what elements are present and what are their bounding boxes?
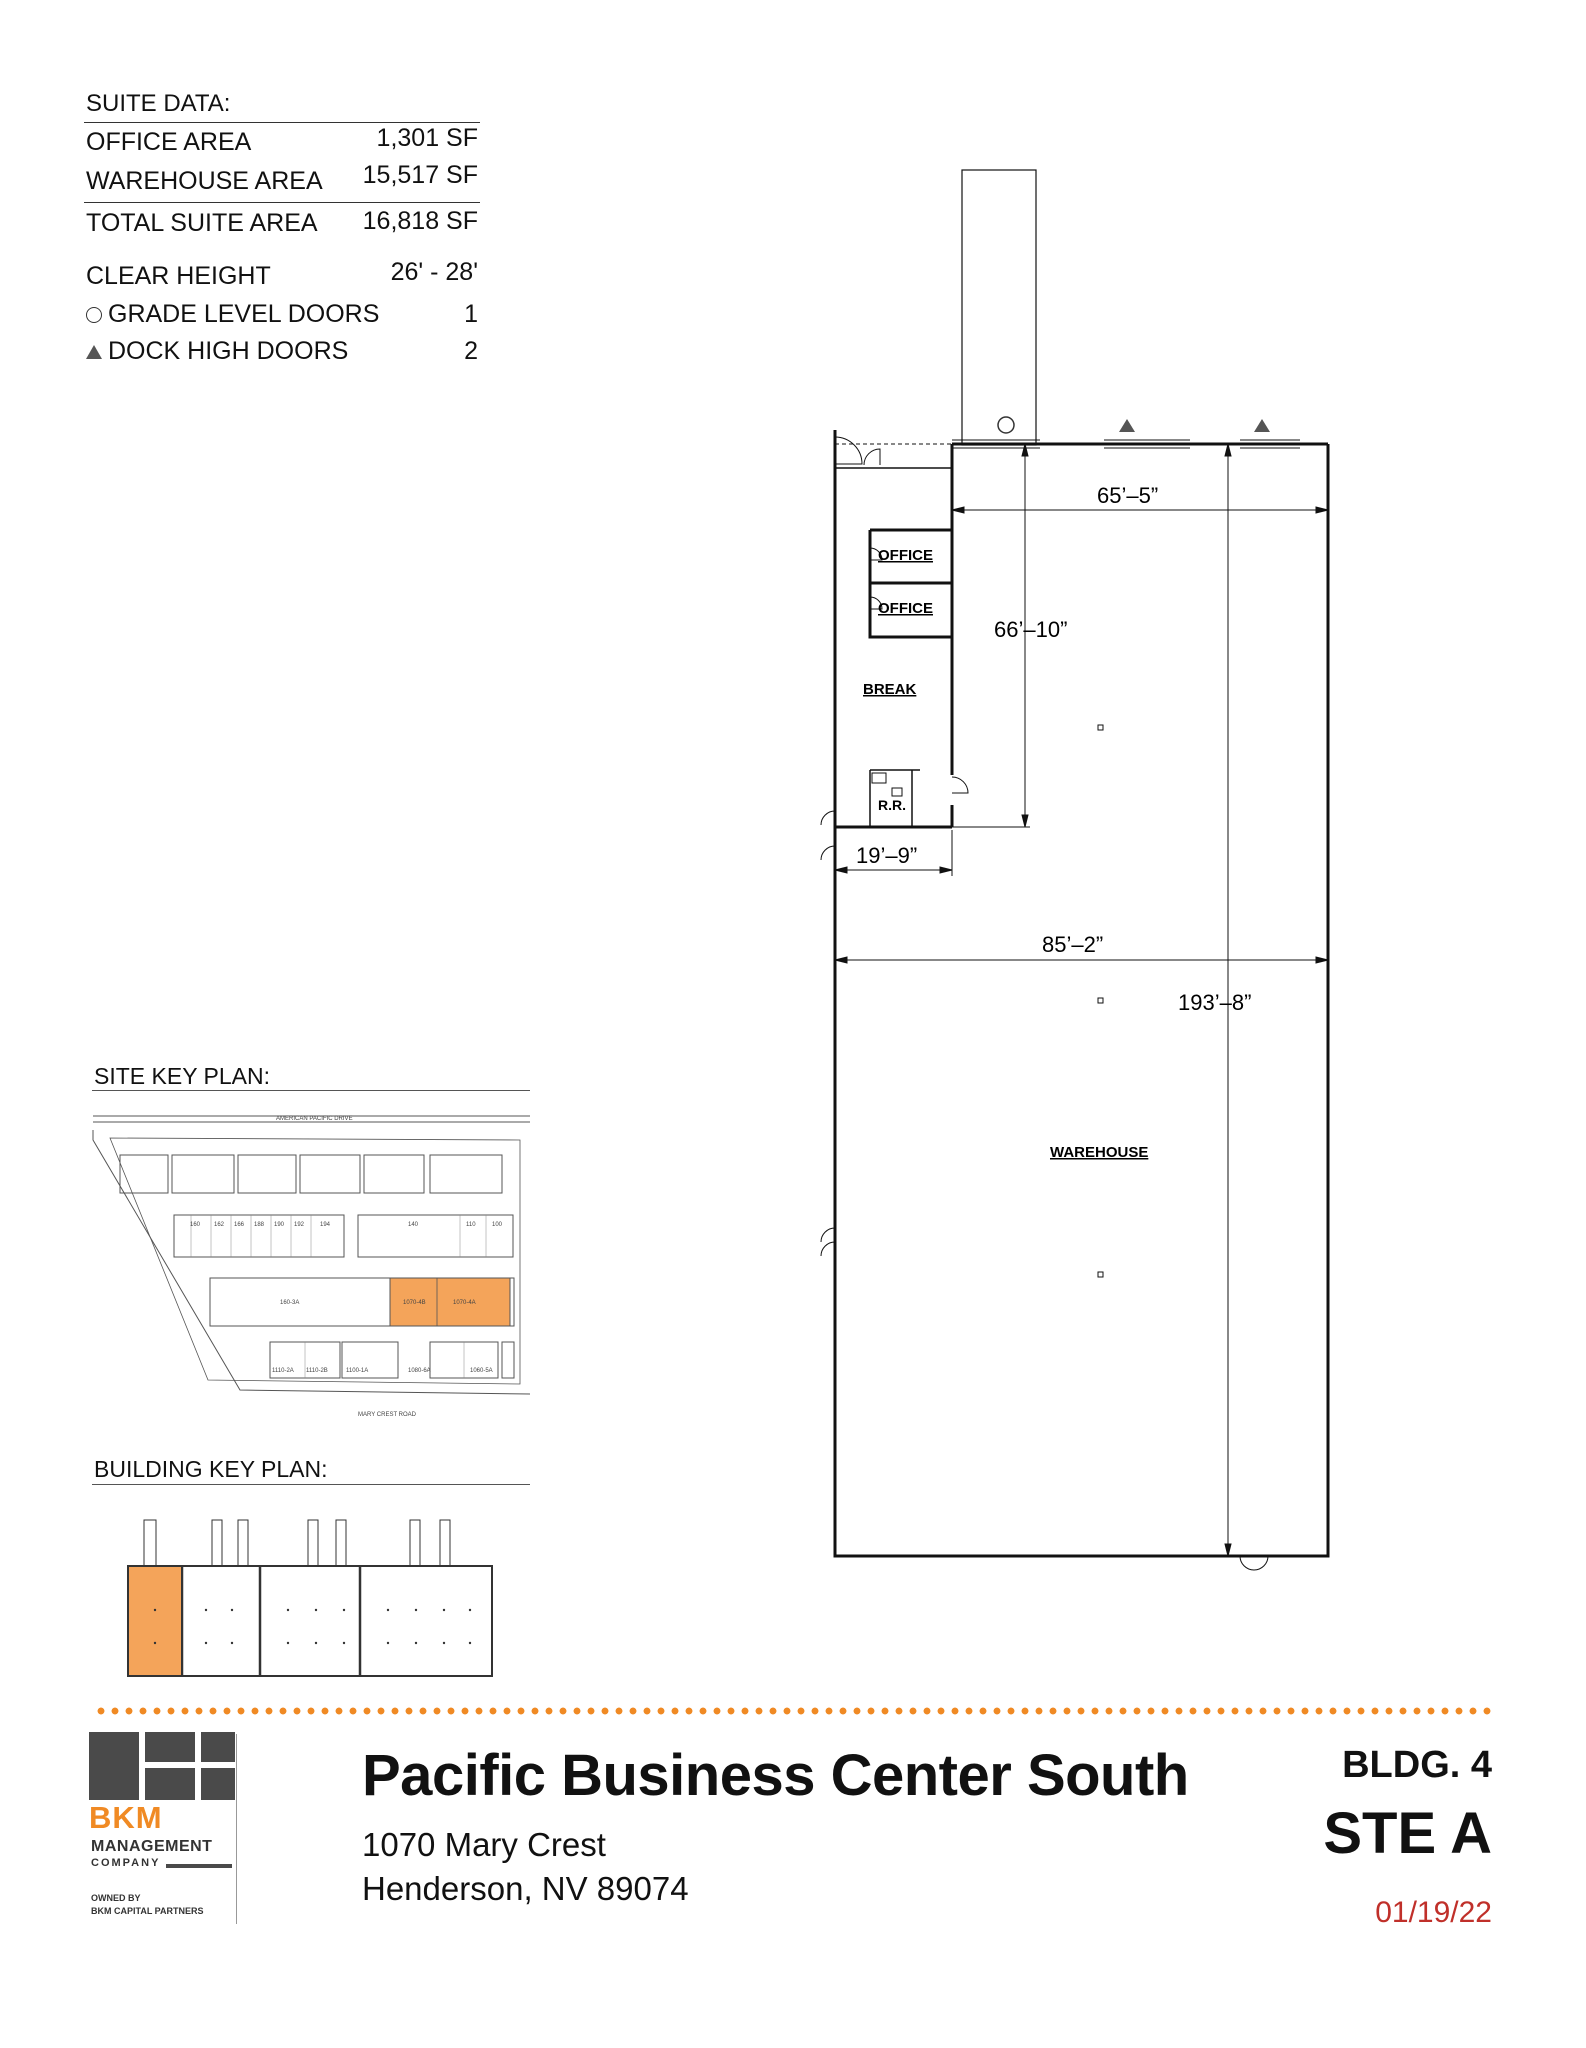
dock-doors-value: 2 [464,337,478,365]
unit-label: 188 [254,1222,265,1228]
total-area-row: TOTAL SUITE AREA 16,818 SF [86,207,478,238]
dock-door-triangle-icon [1254,419,1270,432]
office-area-row: OFFICE AREA 1,301 SF [86,124,478,157]
office-area-value: 1,301 SF [376,124,478,152]
unit-label: 1100-1A [346,1368,368,1374]
dim-full-width-label: 85’–2” [1042,932,1103,957]
building-key-heading: BUILDING KEY PLAN: [94,1456,328,1482]
site-key-plan: AMERICAN PACIFIC DRIVE MARY CREST ROAD 1… [92,1115,531,1418]
site-key-heading: SITE KEY PLAN: [94,1063,270,1089]
unit-label: 166 [234,1222,245,1228]
unit-label: 1080-6A [408,1368,431,1374]
plan-date: 01/19/22 [1375,1896,1492,1929]
unit-label: 140 [408,1222,419,1228]
grade-doors-label: GRADE LEVEL DOORS [108,300,380,328]
logo-brand: BKM [89,1800,163,1835]
truck-court-outline [961,169,1037,446]
clear-height-label: CLEAR HEIGHT [86,262,271,290]
warehouse-label: WAREHOUSE [1050,1144,1148,1161]
road-bottom-label: MARY CREST ROAD [358,1412,417,1418]
office-2-label: OFFICE [878,600,933,617]
unit-label: 1110-2A [272,1368,294,1374]
building-number: BLDG. 4 [1342,1744,1492,1786]
unit-label: 160-3A [280,1300,299,1306]
total-area-value: 16,818 SF [362,207,478,235]
footer-divider [236,1734,237,1924]
unit-label: 1060-5A [470,1368,493,1374]
column [1097,997,1104,1004]
bkm-logo-icon [89,1732,235,1800]
highlighted-suite [389,1277,511,1327]
warehouse-area-label: WAREHOUSE AREA [86,167,323,195]
unit-label: 192 [294,1222,305,1228]
unit-label: 160 [190,1222,201,1228]
grade-door-circle-icon [86,306,102,323]
dock-doors-row: DOCK HIGH DOORS 2 [86,337,478,366]
dock-door-triangle-icon [86,344,102,359]
highlighted-suite [129,1567,181,1675]
logo-bar [166,1864,232,1868]
unit-label: 1110-2B [306,1368,328,1374]
logo-line2: COMPANY [91,1857,161,1869]
divider [84,202,480,203]
logo-line1: MANAGEMENT [91,1838,213,1855]
clear-height-value: 26' - 28' [390,258,478,286]
floor-plan: OFFICE OFFICE BREAK R.R. WAREHOUSE 65’–5… [820,169,1330,1571]
divider [84,122,480,123]
unit-label: 190 [274,1222,285,1228]
suite-number: STE A [1323,1801,1492,1866]
dim-full-depth-label: 193’–8” [1178,990,1251,1015]
dim-top-width-label: 65’–5” [1097,483,1158,508]
dock-door-triangle-icon [1119,419,1135,432]
office-1-label: OFFICE [878,547,933,564]
total-area-label: TOTAL SUITE AREA [86,209,318,237]
grade-door-circle-icon [997,416,1015,434]
break-room-label: BREAK [863,681,917,698]
unit-label: 100 [492,1222,503,1228]
warehouse-area-value: 15,517 SF [362,161,478,189]
divider [92,1090,530,1091]
grade-doors-row: GRADE LEVEL DOORS 1 [86,300,478,329]
suite-data-title: SUITE DATA: [86,90,231,117]
dim-office-depth-label: 66’–10” [994,617,1067,642]
road-top-label: AMERICAN PACIFIC DRIVE [276,1116,353,1122]
dim-office-width-label: 19’–9” [856,843,917,868]
address-line-1: 1070 Mary Crest [362,1826,606,1863]
column [1097,1271,1104,1278]
unit-label: 110 [466,1222,476,1228]
dotted-divider [94,1707,1494,1715]
logo-owner: BKM CAPITAL PARTNERS [91,1906,204,1916]
column [1097,724,1104,731]
dock-doors-label: DOCK HIGH DOORS [108,337,349,365]
grade-doors-value: 1 [464,300,478,328]
exterior-wall [833,430,1330,1558]
building-key-plan [127,1519,493,1677]
clear-height-row: CLEAR HEIGHT 26' - 28' [86,258,478,291]
unit-label: 194 [320,1222,331,1228]
office-area-label: OFFICE AREA [86,128,252,156]
restroom-label: R.R. [878,797,906,813]
address-line-2: Henderson, NV 89074 [362,1870,689,1907]
unit-label: 1070-4B [403,1300,426,1306]
divider [92,1484,530,1485]
logo-owned-by: OWNED BY [91,1893,141,1903]
project-title: Pacific Business Center South [362,1743,1189,1808]
warehouse-area-row: WAREHOUSE AREA 15,517 SF [86,161,478,196]
unit-label: 1070-4A [453,1300,476,1306]
unit-label: 162 [214,1222,225,1228]
